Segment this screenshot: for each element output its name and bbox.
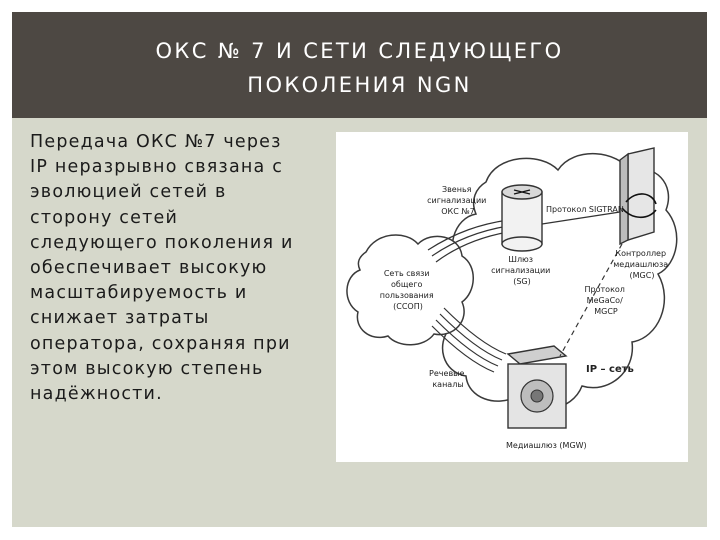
slide-title: ОКС № 7 И СЕТИ СЛЕДУЮЩЕГО ПОКОЛЕНИЯ NGN xyxy=(12,34,707,102)
label-megaco: Протокол MeGaCo/ MGCP xyxy=(585,285,628,316)
slide-body-text: Передача ОКС №7 через IP неразрывно связ… xyxy=(30,130,340,407)
body-line: оператора, сохраняя при xyxy=(30,333,291,354)
network-diagram-svg: Звенья сигнализации ОКС №7 Протокол SIGT… xyxy=(346,147,678,450)
body-line: сторону сетей xyxy=(30,207,179,228)
label-oks-link: Звенья сигнализации ОКС №7 xyxy=(427,185,489,216)
body-line: IP неразрывно связана с xyxy=(30,157,284,178)
label-voice-channels: Речевые каналы xyxy=(429,369,467,389)
body-line: обеспечивает высокую xyxy=(30,258,268,279)
megaco-link xyxy=(559,243,623,357)
media-gateway-controller-icon xyxy=(619,147,657,246)
label-sigtran: Протокол SIGTRAN xyxy=(546,205,624,214)
signalling-gateway-icon xyxy=(501,184,543,252)
body-line: следующего поколения и xyxy=(30,232,294,253)
label-sg: Шлюз сигнализации (SG) xyxy=(491,255,553,286)
title-line-1: ОКС № 7 И СЕТИ СЛЕДУЮЩЕГО xyxy=(155,39,564,63)
label-mgc: Контроллер медиашлюза (MGC) xyxy=(613,249,670,280)
slide-header: ОКС № 7 И СЕТИ СЛЕДУЮЩЕГО ПОКОЛЕНИЯ NGN xyxy=(12,12,707,118)
voice-channel-links xyxy=(431,307,507,373)
label-ip-network: IP – сеть xyxy=(586,364,634,375)
sigtran-link xyxy=(541,211,621,225)
pstn-cloud xyxy=(346,234,474,346)
body-line: Передача ОКС №7 через xyxy=(30,132,282,152)
body-line: надёжности. xyxy=(30,384,163,405)
network-diagram: Звенья сигнализации ОКС №7 Протокол SIGT… xyxy=(336,132,688,462)
body-line: эволюцией сетей в xyxy=(30,182,227,203)
title-line-2: ПОКОЛЕНИЯ NGN xyxy=(247,73,472,97)
label-pstn: Сеть связи общего пользования (ССОП) xyxy=(380,269,437,311)
body-line: этом высокую степень xyxy=(30,358,264,379)
body-line: масштабируемость и xyxy=(30,283,248,304)
body-line: снижает затраты xyxy=(30,308,210,329)
label-mgw: Медиашлюз (MGW) xyxy=(506,441,587,450)
media-gateway-icon xyxy=(506,345,568,429)
